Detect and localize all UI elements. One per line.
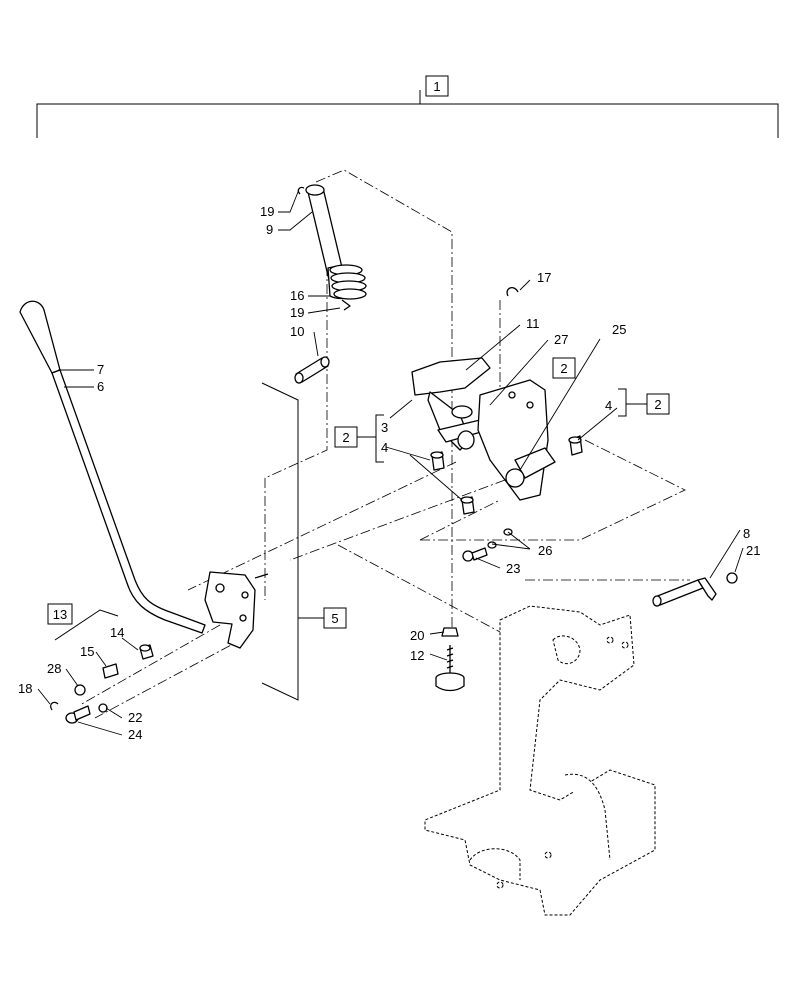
callout-20: 20	[410, 628, 424, 643]
pin-10	[294, 356, 330, 384]
bushings	[430, 435, 583, 515]
callout-16: 16	[290, 288, 304, 303]
callout-17: 17	[537, 270, 551, 285]
svg-text:2: 2	[560, 361, 567, 376]
right-plate	[477, 379, 556, 501]
svg-text:1: 1	[433, 79, 440, 94]
callout-18: 18	[18, 681, 32, 696]
callout-23: 23	[506, 561, 520, 576]
callout-26: 26	[538, 543, 552, 558]
callout-12: 12	[410, 648, 424, 663]
callout-9: 9	[266, 222, 273, 237]
svg-text:2: 2	[654, 397, 661, 412]
callout-11: 11	[526, 316, 540, 331]
callout-14: 14	[110, 625, 124, 640]
shift-lever	[19, 300, 206, 634]
lever-plate	[204, 571, 269, 649]
callout-5: 5	[298, 607, 347, 629]
svg-text:13: 13	[53, 607, 67, 622]
callout-19-bottom: 19	[290, 305, 304, 320]
callout-21: 21	[746, 543, 760, 558]
assembly-bracket	[36, 103, 779, 138]
callout-15: 15	[80, 644, 94, 659]
callout-2-left: 2	[334, 414, 384, 463]
callout-24: 24	[128, 727, 142, 742]
knob	[435, 627, 465, 692]
callout-25: 25	[612, 322, 626, 337]
leader-lines	[37, 191, 744, 736]
callout-7: 7	[97, 362, 104, 377]
callout-10: 10	[290, 324, 304, 339]
pin-8	[652, 572, 738, 607]
callout-22: 22	[128, 710, 142, 725]
left-hardware	[50, 644, 154, 724]
callout-2-right: 2	[552, 357, 576, 379]
callout-13: 13	[47, 603, 73, 625]
callout-3: 3	[381, 420, 388, 435]
callout-28: 28	[47, 661, 61, 676]
small-bolts	[462, 528, 513, 562]
callout-1: 1	[425, 75, 449, 97]
callout-19-top: 19	[260, 204, 274, 219]
callout-2-far-right: 2	[618, 388, 670, 417]
callout-27: 27	[554, 332, 568, 347]
callout-4-left: 4	[381, 440, 388, 455]
callout-6: 6	[97, 379, 104, 394]
svg-text:2: 2	[342, 430, 349, 445]
chassis	[424, 605, 656, 916]
clip-17	[506, 287, 519, 297]
callout-4-right: 4	[605, 398, 612, 413]
callout-8: 8	[743, 526, 750, 541]
shaft-boot	[297, 184, 367, 311]
svg-text:5: 5	[331, 611, 338, 626]
